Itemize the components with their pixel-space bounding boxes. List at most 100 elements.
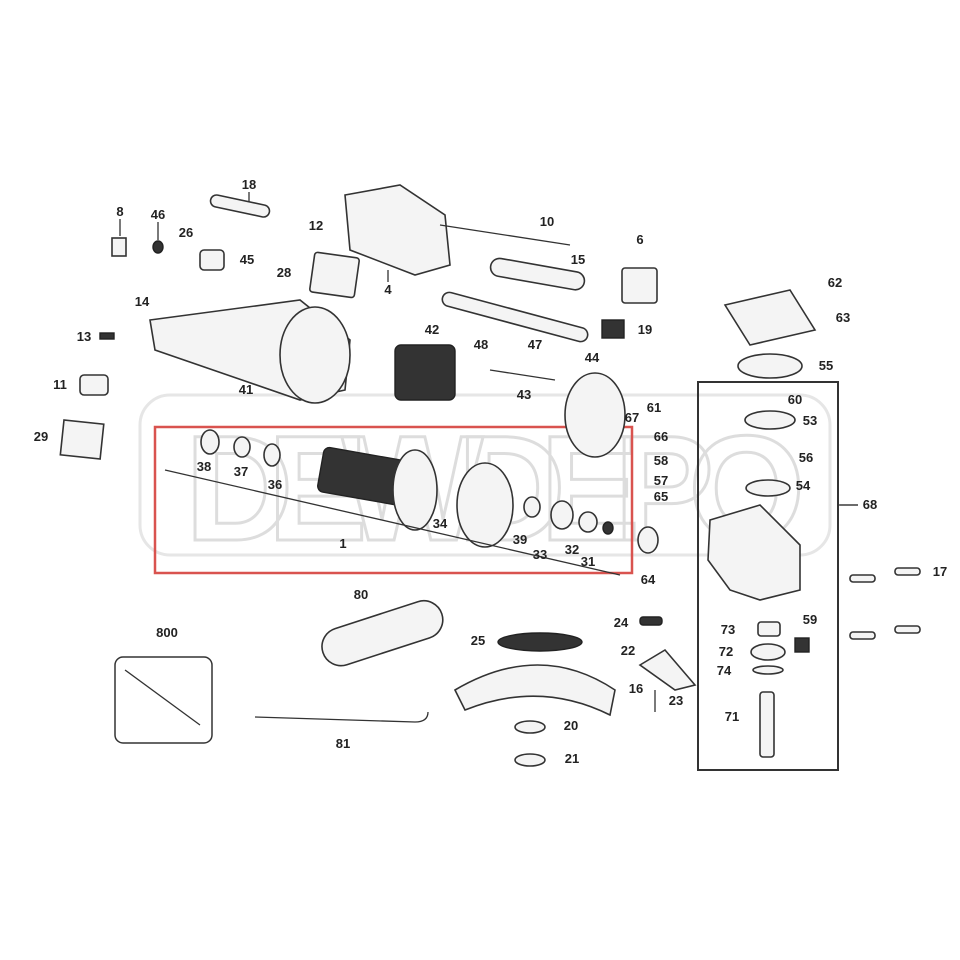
- part-1-fan: [392, 449, 438, 531]
- part-80: [321, 599, 444, 667]
- part-59: [794, 637, 810, 653]
- part-20: [514, 720, 546, 734]
- part-label-81: 81: [336, 736, 350, 751]
- part-17: [849, 574, 876, 583]
- part-label-23: 23: [669, 693, 683, 708]
- part-label-73: 73: [721, 622, 735, 637]
- gear-case-group-box: [697, 381, 839, 771]
- part-39: [523, 496, 541, 518]
- part-22: [638, 648, 697, 691]
- part-label-25: 25: [471, 633, 485, 648]
- part-36: [263, 443, 281, 467]
- part-label-47: 47: [528, 337, 542, 352]
- part-47: [441, 291, 589, 343]
- part-label-29: 29: [34, 429, 48, 444]
- part-68-housing: [707, 504, 801, 601]
- part-label-33: 33: [533, 547, 547, 562]
- part-33: [550, 500, 574, 530]
- part-label-65: 65: [654, 489, 668, 504]
- part-11: [79, 374, 109, 396]
- part-25: [497, 632, 583, 652]
- part-21: [514, 753, 546, 767]
- part-label-54: 54: [796, 478, 811, 493]
- part-17: [849, 631, 876, 640]
- part-label-10: 10: [540, 214, 554, 229]
- part-label-56: 56: [799, 450, 813, 465]
- part-15: [489, 257, 586, 291]
- part-34: [456, 462, 514, 548]
- part-41-end: [279, 306, 351, 404]
- part-label-43: 43: [517, 387, 531, 402]
- part-label-8: 8: [116, 204, 123, 219]
- part-18: [209, 194, 271, 218]
- part-17: [894, 625, 921, 634]
- part-label-15: 15: [571, 252, 585, 267]
- part-label-28: 28: [277, 265, 291, 280]
- part-label-61: 61: [647, 400, 661, 415]
- part-label-59: 59: [803, 612, 817, 627]
- part-24: [639, 616, 663, 626]
- part-55: [737, 353, 803, 379]
- part-53: [744, 410, 796, 430]
- part-63: [723, 289, 817, 346]
- part-45: [199, 249, 225, 271]
- parts: [59, 184, 921, 767]
- part-29: [59, 419, 105, 460]
- part-72: [750, 643, 786, 661]
- part-label-63: 63: [836, 310, 850, 325]
- part-28: [309, 251, 360, 299]
- part-label-71: 71: [725, 709, 739, 724]
- part-46: [152, 240, 164, 254]
- part-label-20: 20: [564, 718, 578, 733]
- part-label-64: 64: [641, 572, 656, 587]
- part-800-tool: [124, 669, 201, 726]
- part-19: [601, 319, 625, 339]
- part-8: [111, 237, 127, 257]
- part-4: [344, 184, 451, 276]
- part-label-19: 19: [638, 322, 652, 337]
- part-label-32: 32: [565, 542, 579, 557]
- part-label-60: 60: [788, 392, 802, 407]
- part-label-14: 14: [135, 294, 150, 309]
- part-81: [254, 711, 429, 723]
- part-label-62: 62: [828, 275, 842, 290]
- part-17: [894, 567, 921, 576]
- part-10: [439, 224, 571, 246]
- part-43: [489, 369, 556, 381]
- part-54: [745, 479, 791, 497]
- part-label-44: 44: [585, 350, 600, 365]
- part-label-18: 18: [242, 177, 256, 192]
- part-label-38: 38: [197, 459, 211, 474]
- part-label-24: 24: [614, 615, 629, 630]
- part-label-6: 6: [636, 232, 643, 247]
- part-13: [99, 332, 115, 340]
- part-label-26: 26: [179, 225, 193, 240]
- part-label-31: 31: [581, 554, 595, 569]
- part-label-45: 45: [240, 252, 254, 267]
- part-label-53: 53: [803, 413, 817, 428]
- part-label-12: 12: [309, 218, 323, 233]
- part-32: [578, 511, 598, 533]
- part-44: [564, 372, 626, 458]
- kit-800-box: [114, 656, 213, 744]
- part-label-55: 55: [819, 358, 833, 373]
- part-label-21: 21: [565, 751, 579, 766]
- part-label-16: 16: [629, 681, 643, 696]
- part-42: [394, 344, 456, 401]
- part-73: [757, 621, 781, 637]
- part-37: [233, 436, 251, 458]
- part-label-37: 37: [234, 464, 248, 479]
- part-64: [637, 526, 659, 554]
- part-label-42: 42: [425, 322, 439, 337]
- part-label-22: 22: [621, 643, 635, 658]
- part-71: [759, 691, 775, 758]
- part-label-11: 11: [53, 377, 67, 392]
- part-label-68: 68: [863, 497, 877, 512]
- part-label-41: 41: [239, 382, 253, 397]
- part-74: [752, 665, 784, 675]
- part-label-67: 67: [625, 410, 639, 425]
- part-16: [453, 664, 616, 717]
